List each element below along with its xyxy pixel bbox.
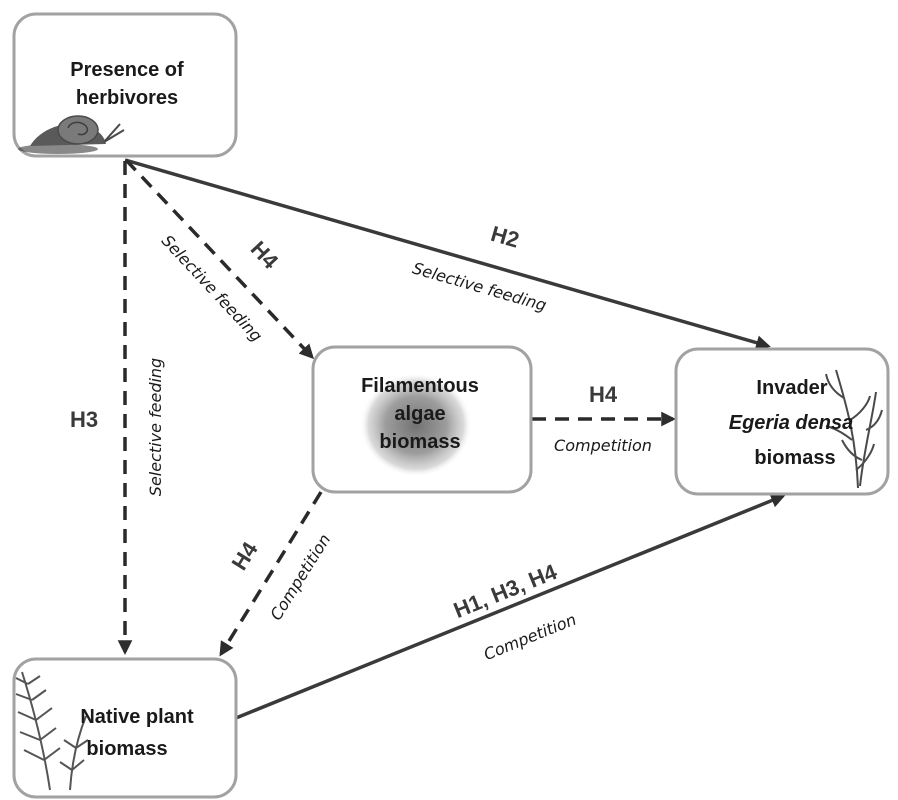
arrow-herbivores-to-invader [124, 158, 771, 350]
algae-label-line1: Filamentous [361, 375, 479, 397]
h134-hypothesis-label: H1, H3, H4 [450, 559, 561, 623]
algae-label-line3: biomass [379, 431, 460, 453]
algae-label-line2: algae [394, 403, 445, 425]
h4-algae-invader-hypothesis-label: H4 [589, 382, 618, 407]
herbivores-label-line1: Presence of [70, 59, 184, 81]
h4-algae-native-mechanism-label: Competition [266, 531, 334, 624]
h3-hypothesis-label: H3 [70, 407, 98, 432]
h134-mechanism-label: Competition [481, 610, 579, 664]
h2-mechanism-label: Selective feeding [410, 259, 548, 315]
h4-herb-algae-hypothesis-label: H4 [246, 236, 284, 274]
h3-mechanism-label: Selective feeding [146, 358, 165, 496]
node-herbivores: Presence of herbivores [12, 12, 238, 158]
h4-algae-native-hypothesis-label: H4 [227, 537, 264, 575]
invader-label-line1: Invader [756, 377, 827, 399]
invader-label-line3: biomass [754, 447, 835, 469]
snail-icon [18, 115, 125, 154]
native-label-line1: Native plant [80, 706, 194, 728]
arrow-algae-to-native [219, 491, 323, 657]
waterweed-icon [825, 369, 883, 489]
node-algae: Filamentous algae biomass [311, 345, 533, 494]
herbivores-label-line2: herbivores [76, 87, 178, 109]
h4-algae-invader-mechanism-label: Competition [554, 436, 652, 455]
h2-hypothesis-label: H2 [488, 221, 522, 253]
native-label-line2: biomass [86, 738, 167, 760]
node-invader: Invader Egeria densa biomass [674, 347, 890, 496]
algae-blob-icon [360, 373, 472, 477]
node-native: Native plant biomass [12, 657, 238, 799]
invader-label-line2: Egeria densa [729, 412, 854, 434]
arrow-herbivores-to-algae [124, 158, 315, 360]
arrow-native-to-invader [235, 493, 786, 720]
fern-icon [15, 671, 89, 791]
